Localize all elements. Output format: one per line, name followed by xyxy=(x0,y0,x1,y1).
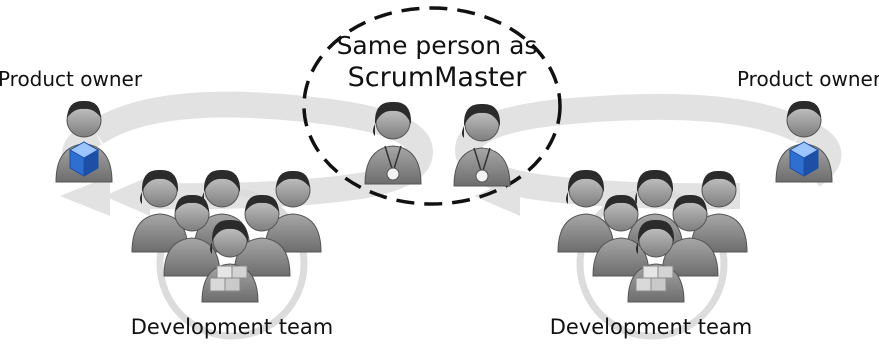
callout-line1: Same person as xyxy=(337,31,538,60)
scrum-master-left xyxy=(364,101,422,185)
blue-cube-icon xyxy=(788,141,820,177)
dev-team-right-label: Development team xyxy=(550,315,753,339)
product-owner-left xyxy=(55,100,113,183)
product-owner-right xyxy=(775,100,833,183)
whistle-icon xyxy=(384,145,402,181)
product-owner-right-label: Product owner xyxy=(737,67,879,91)
stacked-boxes-icon xyxy=(209,265,248,292)
stacked-boxes-icon xyxy=(635,265,674,292)
development-team-right xyxy=(557,169,748,303)
product-owner-left-label: Product owner xyxy=(0,67,143,91)
left-cycle-arrow xyxy=(60,91,434,216)
callout-line2: ScrumMaster xyxy=(348,62,528,93)
blue-cube-icon xyxy=(68,141,100,177)
development-team-left xyxy=(131,169,322,303)
scrum-master-right xyxy=(453,103,511,187)
dev-team-left-label: Development team xyxy=(131,315,334,339)
whistle-icon xyxy=(473,147,491,183)
scrum-master-callout xyxy=(302,6,562,206)
